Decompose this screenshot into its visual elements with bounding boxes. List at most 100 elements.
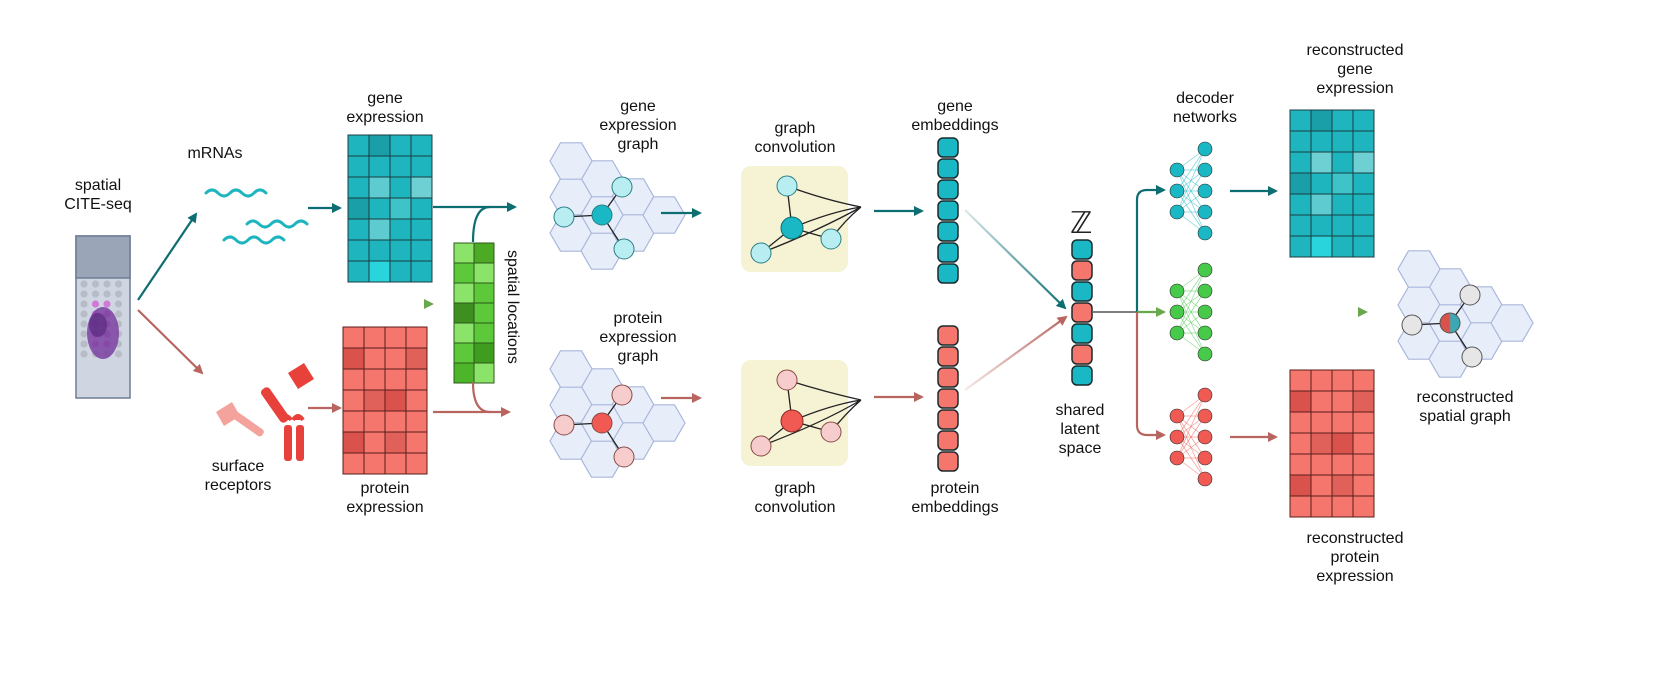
heatmap-cell: [405, 410, 428, 433]
heatmap-cell: [1352, 453, 1375, 476]
heatmap-cell: [1310, 151, 1333, 174]
embedding-unit: [1071, 260, 1093, 281]
graph-center-node: [1439, 312, 1461, 334]
heatmap-cell: [363, 410, 386, 433]
heatmap-cell: [368, 197, 391, 220]
heatmap-cell: [347, 134, 370, 157]
slide-dot: [114, 290, 123, 298]
heatmap-cell: [405, 389, 428, 412]
heatmap-cell: [1289, 235, 1312, 258]
heatmap-cell: [1310, 193, 1333, 216]
heatmap-cell: [384, 326, 407, 349]
heatmap-cell: [363, 326, 386, 349]
shared-latent-space-label: shared latent space: [1055, 402, 1105, 457]
heatmap-cell: [384, 431, 407, 454]
heatmap-cell: [473, 262, 495, 284]
heatmap-cell: [410, 176, 433, 199]
heatmap-cell: [384, 452, 407, 475]
slide-dot: [80, 350, 88, 358]
slide-dot: [91, 290, 100, 298]
receptor-icon: [216, 363, 314, 461]
decoder-node: [1197, 225, 1213, 241]
arrows: [137, 185, 1368, 442]
graph-node: [1461, 346, 1483, 368]
decoder-edge: [1176, 269, 1206, 334]
heatmap-cell: [1289, 172, 1312, 195]
embedding-unit: [937, 346, 959, 367]
graph-node: [1401, 314, 1423, 336]
heatmap-cell: [368, 260, 391, 283]
spatial-locations-label: spatial locations: [504, 250, 521, 364]
slide-dot: [114, 350, 123, 358]
heatmap-cell: [1310, 235, 1333, 258]
heatmap-cell: [1331, 193, 1354, 216]
slide-dot: [80, 320, 88, 328]
decoder-edge: [1176, 169, 1206, 213]
heatmap-cell: [410, 260, 433, 283]
heatmap-cell: [1352, 193, 1375, 216]
heatmap-cell: [342, 431, 365, 454]
heatmap-cell: [1352, 235, 1375, 258]
heatmap-cell: [473, 362, 495, 384]
decoder-node: [1169, 204, 1185, 220]
heatmap-cell: [347, 176, 370, 199]
reconstructed-gene-label: reconstructed gene expression: [1306, 42, 1404, 97]
mrna-icon: [204, 188, 309, 245]
heatmap-cell: [368, 218, 391, 241]
heatmap-cell: [1352, 369, 1375, 392]
gene-expression-graph-label: gene expression graph: [599, 98, 677, 153]
decoder-node: [1169, 162, 1185, 178]
heatmap-cell: [1352, 151, 1375, 174]
spatial-cite-seq-label: spatial CITE-seq: [64, 177, 132, 213]
slide-dot: [114, 280, 123, 288]
heatmap-cell: [1289, 453, 1312, 476]
heatmap-cell: [1331, 495, 1354, 518]
protein-embeddings-vector: [937, 325, 959, 472]
heatmap-cell: [1352, 495, 1375, 518]
hex-cell: [549, 142, 593, 180]
graph-convolution-gene: [741, 166, 862, 272]
embedding-unit: [1071, 365, 1093, 386]
embedding-unit: [937, 325, 959, 346]
hex-cell: [642, 404, 686, 442]
embedding-unit: [1071, 302, 1093, 323]
heatmap-cell: [389, 239, 412, 262]
decoder-node: [1197, 204, 1213, 220]
heatmap-cell: [384, 389, 407, 412]
decoder-node: [1169, 325, 1185, 341]
decoder-networks-label: decoder networks: [1172, 90, 1238, 126]
reconstructed-spatial-graph-label: reconstructed spatial graph: [1416, 389, 1514, 425]
decoder-node: [1197, 325, 1213, 341]
heatmap-cell: [389, 197, 412, 220]
slide-dot: [91, 280, 100, 288]
graph-convolution-bottom-label: graph convolution: [754, 480, 836, 516]
surface-receptors-label: surface receptors: [204, 458, 272, 494]
heatmap-cell: [410, 134, 433, 157]
heatmap-cell: [1310, 411, 1333, 434]
heatmap-cell: [453, 242, 475, 264]
slide-dot: [80, 330, 88, 338]
decoder-node: [1197, 162, 1213, 178]
heatmap-cell: [473, 242, 495, 264]
decoder-edge: [1176, 290, 1206, 334]
graph-convolution-top-label: graph convolution: [754, 120, 836, 156]
heatmap-cell: [389, 218, 412, 241]
heatmap-cell: [1289, 474, 1312, 497]
heatmap-cell: [1310, 369, 1333, 392]
heatmap-cell: [1331, 474, 1354, 497]
decoder-node: [1197, 429, 1213, 445]
heatmap-cell: [342, 452, 365, 475]
decoder-network-protein: [1169, 387, 1213, 487]
decoder-network-gene: [1169, 141, 1213, 241]
heatmap-cell: [405, 368, 428, 391]
heatmap-cell: [342, 347, 365, 370]
embedding-unit: [1071, 344, 1093, 365]
embedding-unit: [937, 367, 959, 388]
embedding-unit: [937, 179, 959, 200]
decoder-node: [1197, 283, 1213, 299]
slide-dot: [103, 290, 111, 298]
heatmap-cell: [368, 239, 391, 262]
heatmap-cell: [363, 347, 386, 370]
heatmap-cell: [1310, 390, 1333, 413]
mrnas-label: mRNAs: [187, 145, 243, 162]
